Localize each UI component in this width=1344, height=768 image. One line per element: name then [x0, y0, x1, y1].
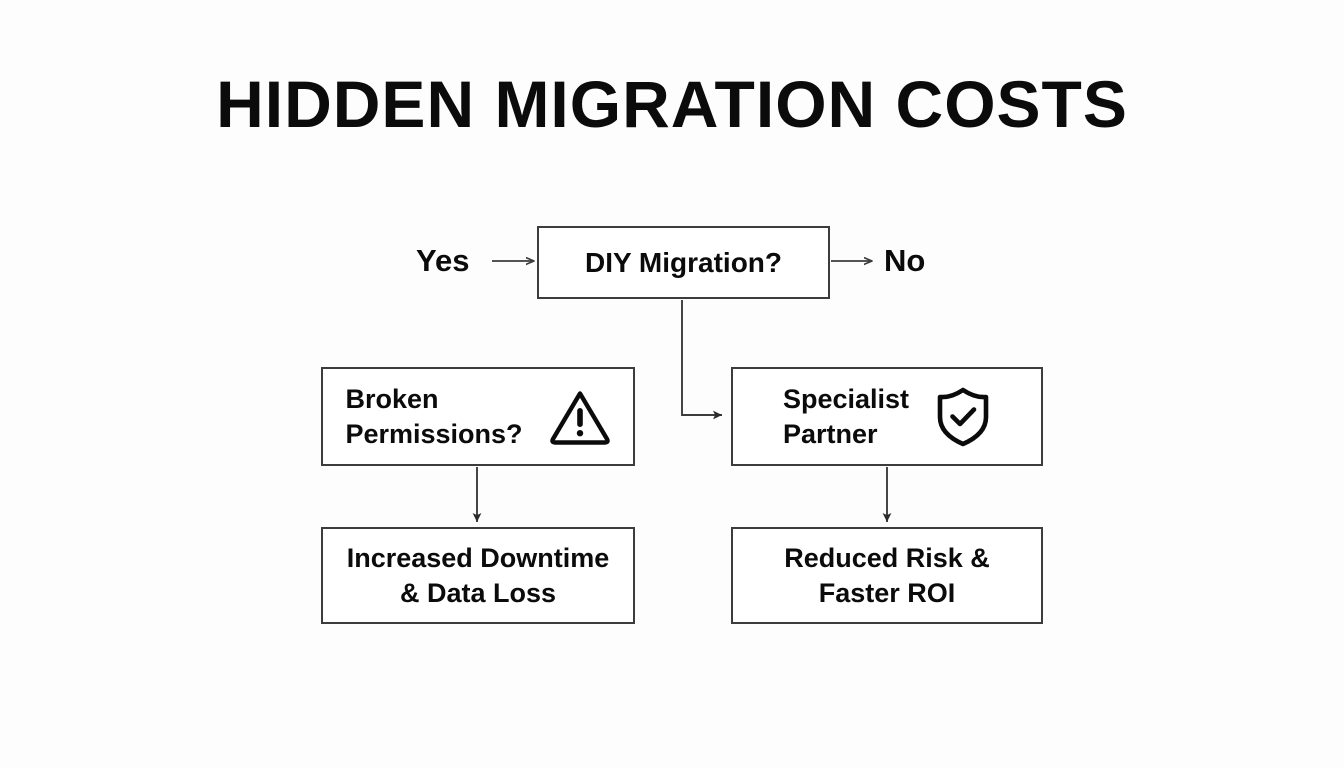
node-increased-downtime[interactable]: Increased Downtime & Data Loss	[321, 527, 635, 624]
warning-triangle-icon	[549, 389, 611, 445]
decision-node-diy-migration[interactable]: DIY Migration?	[537, 226, 830, 299]
node-specialist-partner-label: Specialist Partner	[782, 383, 910, 449]
node-specialist-partner[interactable]: Specialist Partner	[731, 367, 1043, 466]
page-title: HIDDEN MIGRATION COSTS	[216, 67, 1128, 141]
branch-label-no: No	[884, 243, 926, 278]
node-broken-permissions-label: Broken Permissions?	[345, 383, 523, 449]
node-broken-permissions[interactable]: Broken Permissions?	[321, 367, 635, 466]
node-reduced-risk-label: Reduced Risk & Faster ROI	[784, 542, 990, 608]
shield-check-icon	[935, 386, 991, 448]
node-increased-downtime-label: Increased Downtime & Data Loss	[346, 542, 610, 608]
decision-node-label: DIY Migration?	[584, 246, 783, 278]
connector-decision-to-specialist-partner	[681, 300, 722, 420]
node-reduced-risk[interactable]: Reduced Risk & Faster ROI	[731, 527, 1043, 624]
branch-label-yes: Yes	[416, 243, 470, 278]
